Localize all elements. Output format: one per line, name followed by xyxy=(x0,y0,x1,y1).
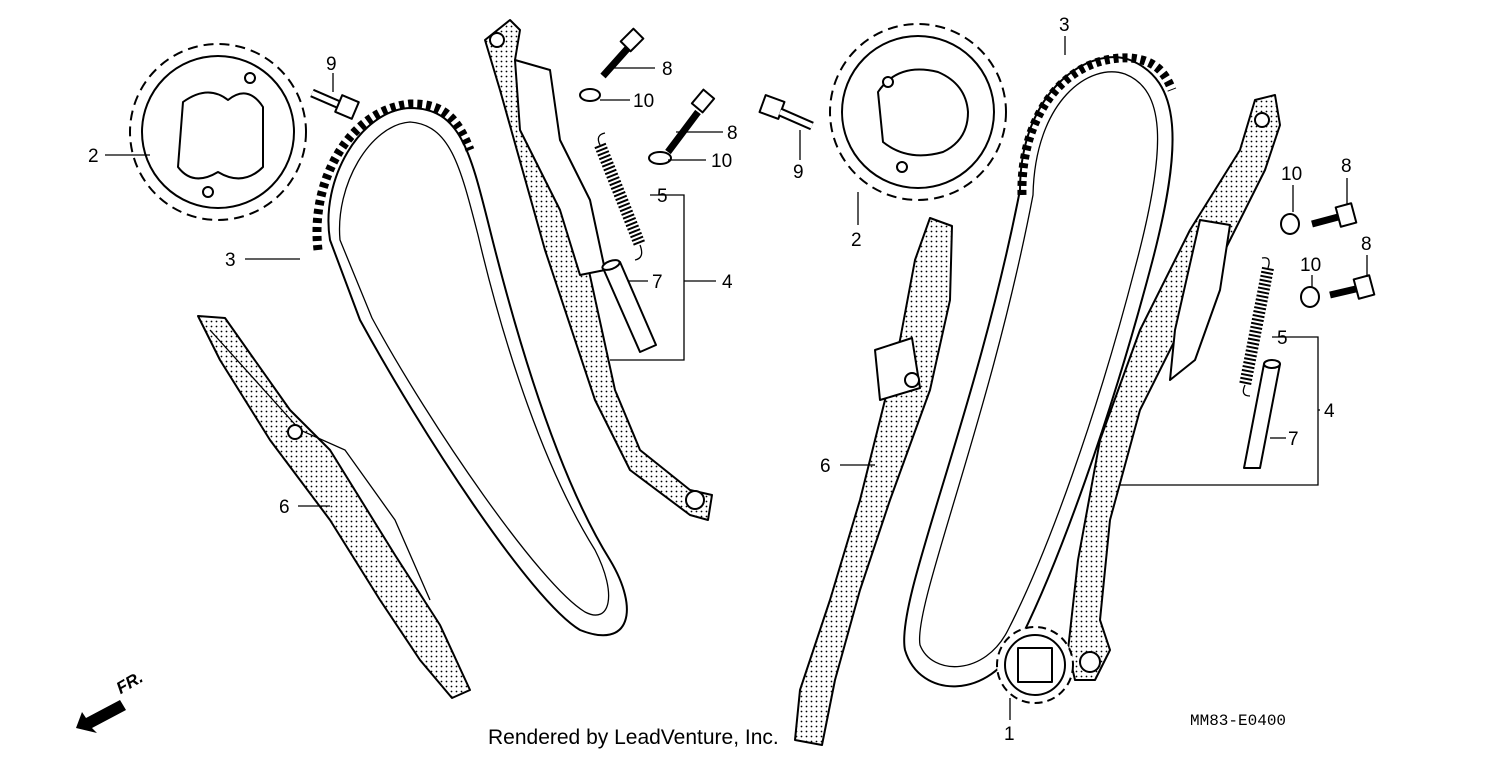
right-cam-chain-guide xyxy=(794,217,953,746)
diagram-code: MM83-E0400 xyxy=(1190,712,1287,730)
right-washer-10a xyxy=(1280,213,1300,235)
callout-right-tensioner: 4 xyxy=(1324,401,1335,422)
callout-left-washer-10a: 10 xyxy=(633,91,654,112)
left-bolt-9 xyxy=(310,88,360,120)
left-spring xyxy=(594,132,646,261)
left-bolt-8b xyxy=(665,88,716,155)
callout-right-bolt-8a: 8 xyxy=(1341,156,1352,177)
left-washer-10b xyxy=(648,151,672,165)
callout-left-tensioner: 4 xyxy=(722,272,733,293)
right-bolt-8a xyxy=(1311,202,1358,228)
right-washer-10b xyxy=(1300,286,1320,308)
right-cam-sprocket xyxy=(829,23,1007,201)
left-cam-chain xyxy=(312,99,628,637)
callout-drive-sprocket: 1 xyxy=(1004,724,1015,745)
drive-sprocket xyxy=(996,626,1074,704)
callout-right-sprocket: 2 xyxy=(851,230,862,251)
callout-left-guide: 6 xyxy=(279,497,290,518)
callout-left-sprocket: 2 xyxy=(88,146,99,167)
callout-left-bolt-8b: 8 xyxy=(727,123,738,144)
callout-right-spring: 5 xyxy=(1277,328,1288,349)
callout-left-washer-10b: 10 xyxy=(711,151,732,172)
callout-right-chain: 3 xyxy=(1059,15,1070,36)
right-pin xyxy=(1243,359,1281,469)
callout-left-bolt-9: 9 xyxy=(326,54,337,75)
callout-left-bolt-8a: 8 xyxy=(662,59,673,80)
right-bolt-8b xyxy=(1329,274,1376,300)
right-spring xyxy=(1239,257,1274,397)
left-washer-10a xyxy=(579,88,601,102)
front-direction-arrow-icon xyxy=(76,700,126,733)
left-bolt-8a xyxy=(600,27,645,79)
render-credit: Rendered by LeadVenture, Inc. xyxy=(488,726,779,749)
callout-right-guide: 6 xyxy=(820,456,831,477)
right-cam-chain xyxy=(903,53,1177,688)
callout-right-washer-10b: 10 xyxy=(1300,255,1321,276)
left-pin xyxy=(601,259,657,353)
left-cam-chain-guide xyxy=(197,315,471,699)
left-cam-sprocket xyxy=(129,43,307,221)
callout-left-spring: 5 xyxy=(657,186,668,207)
callout-right-pin: 7 xyxy=(1288,429,1299,450)
callout-left-pin: 7 xyxy=(652,272,663,293)
callout-left-chain: 3 xyxy=(225,250,236,271)
callout-center-bolt-9: 9 xyxy=(793,162,804,183)
callout-right-washer-10a: 10 xyxy=(1281,164,1302,185)
right-leaders xyxy=(840,36,1368,720)
right-tensioner-arm xyxy=(1067,94,1281,681)
left-leaders xyxy=(105,67,723,507)
callout-right-bolt-8b: 8 xyxy=(1361,234,1372,255)
center-bolt-9 xyxy=(758,94,814,160)
